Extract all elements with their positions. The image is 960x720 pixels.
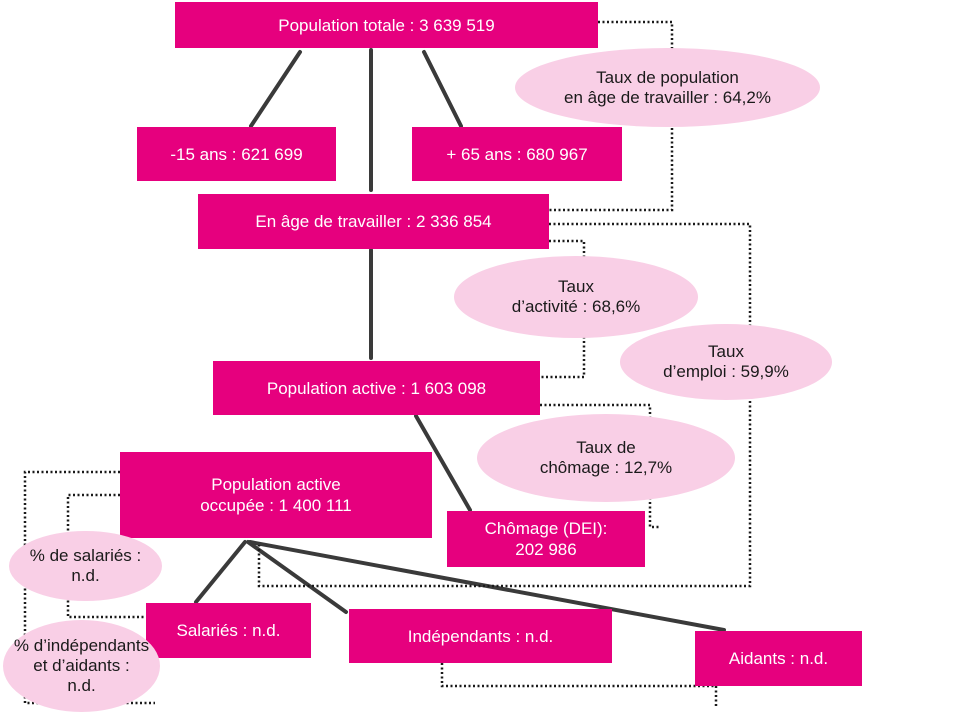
active-population-box: Population active : 1 603 098 xyxy=(213,361,540,415)
independent-rate-oval: % d’indépendants et d’aidants : n.d. xyxy=(3,620,160,712)
salaried-box: Salariés : n.d. xyxy=(146,603,311,658)
connector-total-to-over65 xyxy=(422,50,463,128)
unemployed-box: Chômage (DEI): 202 986 xyxy=(447,511,645,567)
connector-employed-to-helpers xyxy=(248,540,726,632)
working-age-box: En âge de travailler : 2 336 854 xyxy=(198,194,549,249)
connector-active-to-unemployed xyxy=(414,414,472,512)
employed-population-box: Population active occupée : 1 400 111 xyxy=(120,452,432,538)
connector-employed-to-independents xyxy=(246,540,348,614)
unemployment-rate-oval: Taux de chômage : 12,7% xyxy=(477,414,735,502)
activity-rate-oval: Taux d’activité : 68,6% xyxy=(454,256,698,338)
independents-box: Indépendants : n.d. xyxy=(349,609,612,663)
connector-total-to-under15 xyxy=(249,50,302,128)
dotted-working-age-to-employed xyxy=(257,222,752,588)
under-15-box: -15 ans : 621 699 xyxy=(137,127,336,181)
helpers-box: Aidants : n.d. xyxy=(695,631,862,686)
dotted-independents-to-helpers xyxy=(440,663,718,707)
over-65-box: + 65 ans : 680 967 xyxy=(412,127,622,181)
employment-rate-oval: Taux d’emploi : 59,9% xyxy=(620,324,832,400)
connector-employed-to-salaried xyxy=(194,540,247,604)
salaried-rate-oval: % de salariés : n.d. xyxy=(9,531,162,601)
total-population-box: Population totale : 3 639 519 xyxy=(175,2,598,48)
working-age-rate-oval: Taux de population en âge de travailler … xyxy=(515,48,820,127)
